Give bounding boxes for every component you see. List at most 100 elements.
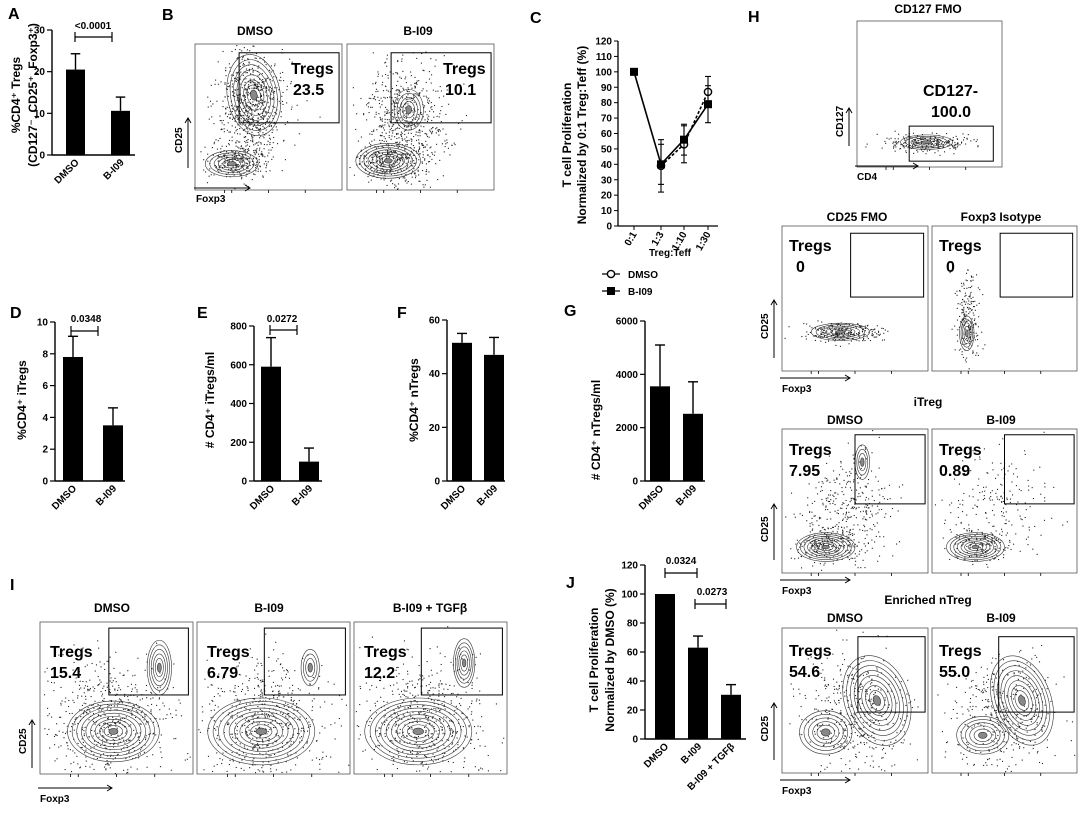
- event-dot: [972, 276, 974, 278]
- event-dot: [130, 711, 132, 713]
- event-dot: [1015, 689, 1017, 691]
- event-dot: [838, 547, 840, 550]
- event-dot: [987, 706, 989, 708]
- event-dot: [426, 134, 428, 136]
- event-dot: [823, 555, 826, 557]
- event-dot: [60, 716, 62, 718]
- event-dot: [876, 669, 878, 671]
- event-dot: [951, 502, 953, 504]
- event-dot: [243, 148, 245, 150]
- event-dot: [241, 50, 243, 52]
- event-dot: [152, 721, 155, 723]
- event-dot: [848, 539, 850, 541]
- event-dot: [925, 153, 927, 155]
- event-dot: [966, 307, 969, 309]
- event-dot: [250, 82, 252, 84]
- plot-frame: [931, 225, 1078, 372]
- event-dot: [275, 126, 277, 128]
- contour-ring: [973, 728, 992, 742]
- event-dot: [830, 732, 832, 734]
- event-dot: [257, 124, 259, 126]
- event-dot: [238, 169, 240, 171]
- event-dot: [927, 143, 930, 145]
- y-tick-label: 0: [39, 151, 45, 162]
- event-dot: [846, 337, 848, 339]
- event-dot: [1032, 691, 1034, 693]
- event-dot: [821, 527, 823, 529]
- event-dot: [953, 478, 956, 480]
- event-dot: [373, 139, 375, 141]
- event-dot: [263, 143, 265, 146]
- event-dot: [77, 763, 79, 765]
- event-dot: [395, 72, 397, 74]
- event-dot: [837, 537, 839, 539]
- event-dot: [969, 311, 971, 313]
- event-dot: [966, 545, 968, 548]
- contour-ring: [1018, 695, 1026, 706]
- event-dot: [963, 282, 965, 284]
- event-dot: [806, 539, 808, 541]
- event-dot: [843, 737, 845, 740]
- event-dot: [854, 553, 856, 555]
- contour-ring: [857, 675, 897, 726]
- event-dot: [363, 114, 365, 116]
- event-dot: [859, 708, 862, 710]
- event-dot: [367, 103, 369, 105]
- event-dot: [842, 530, 844, 532]
- event-dot: [270, 71, 272, 73]
- event-dot: [128, 725, 130, 727]
- event-dot: [969, 706, 971, 708]
- event-dot: [819, 530, 821, 532]
- event-dot: [1003, 751, 1005, 753]
- event-dot: [58, 746, 60, 748]
- event-dot: [820, 530, 822, 532]
- event-dot: [424, 159, 426, 161]
- event-dot: [966, 742, 968, 744]
- event-dot: [937, 140, 939, 142]
- event-dot: [221, 163, 223, 165]
- event-dot: [814, 335, 816, 337]
- event-dot: [959, 290, 961, 292]
- event-dot: [410, 138, 412, 140]
- event-dot: [243, 183, 245, 185]
- event-dot: [999, 710, 1001, 712]
- event-dot: [463, 83, 465, 85]
- event-dot: [426, 90, 428, 92]
- event-dot: [437, 90, 439, 92]
- event-dot: [999, 692, 1001, 694]
- event-dot: [834, 702, 836, 704]
- event-dot: [998, 539, 1000, 541]
- contour-ring: [956, 716, 1010, 755]
- event-dot: [253, 86, 255, 88]
- event-dot: [418, 153, 420, 155]
- event-dot: [379, 116, 381, 119]
- event-dot: [235, 77, 237, 79]
- event-dot: [850, 516, 852, 518]
- event-dot: [48, 728, 50, 730]
- event-dot: [249, 78, 251, 80]
- plot-title: iTreg: [914, 395, 943, 409]
- contour-ring: [960, 719, 1005, 752]
- event-dot: [237, 163, 239, 166]
- event-dot: [814, 541, 816, 543]
- event-dot: [400, 134, 402, 136]
- event-dot: [823, 543, 825, 545]
- event-dot: [380, 119, 382, 121]
- event-dot: [254, 57, 256, 59]
- event-dot: [435, 128, 437, 130]
- event-dot: [844, 330, 846, 332]
- event-dot: [207, 96, 209, 98]
- event-dot: [426, 144, 428, 146]
- event-dot: [860, 684, 862, 686]
- event-dot: [109, 724, 111, 726]
- event-dot: [827, 736, 829, 738]
- event-dot: [233, 171, 235, 173]
- event-dot: [410, 128, 412, 130]
- event-dot: [999, 541, 1001, 544]
- event-dot: [964, 343, 966, 345]
- event-dot: [47, 715, 49, 717]
- event-dot: [424, 146, 426, 148]
- event-dot: [224, 107, 227, 109]
- contour-ring: [957, 537, 994, 557]
